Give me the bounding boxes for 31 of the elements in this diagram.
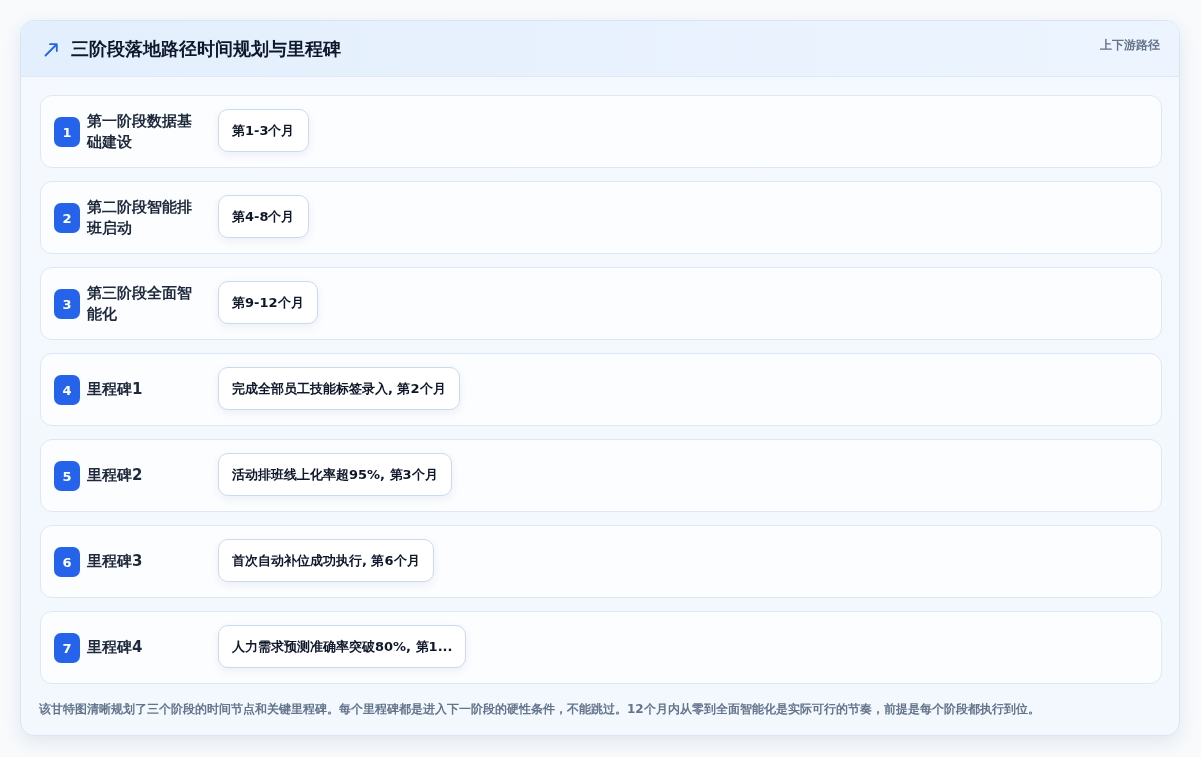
title: 三阶段落地路径时间规划与里程碑 (71, 37, 341, 61)
row-title: 第一阶段数据基础建设 (87, 110, 193, 153)
row-title: 第三阶段全面智能化 (87, 282, 193, 325)
timeline-row (40, 525, 1162, 598)
time-tag: 第1-3个月 (218, 109, 309, 152)
row-title: 里程碑1 (87, 379, 143, 400)
number-badge: 5 (54, 461, 80, 491)
time-tag: 完成全部员工技能标签录入, 第2个月 (218, 367, 460, 410)
row-title: 里程碑3 (87, 551, 143, 572)
time-tag: 人力需求预测准确率突破80%, 第1... (218, 625, 467, 668)
number-badge: 4 (54, 375, 80, 405)
timeline-row (40, 181, 1162, 254)
row-title: 里程碑4 (87, 637, 143, 658)
time-tag: 第4-8个月 (218, 195, 309, 238)
number-badge: 2 (54, 203, 80, 233)
number-badge: 3 (54, 289, 80, 319)
time-tag: 第9-12个月 (218, 281, 318, 324)
timeline-row (40, 353, 1162, 426)
number-badge: 1 (54, 117, 80, 147)
caption: 该甘特图清晰规划了三个阶段的时间节点和关键里程碑。每个里程碑都是进入下一阶段的硬性条件，不能跳过。12个月内从零到全面智能化是实际可行的节奏，前提是每个阶段都执行到位。 (39, 701, 1040, 718)
tag-label: 上下游路径 (1100, 37, 1160, 53)
row-title: 第二阶段智能排班启动 (87, 196, 193, 239)
timeline-row (40, 611, 1162, 684)
number-badge: 6 (54, 547, 80, 577)
time-tag: 活动排班线上化率超95%, 第3个月 (218, 453, 452, 496)
timeline-row (40, 439, 1162, 512)
number-badge: 7 (54, 633, 80, 663)
timeline-row (40, 267, 1162, 340)
timeline-row (40, 95, 1162, 168)
time-tag: 首次自动补位成功执行, 第6个月 (218, 539, 434, 582)
row-title: 里程碑2 (87, 465, 143, 486)
